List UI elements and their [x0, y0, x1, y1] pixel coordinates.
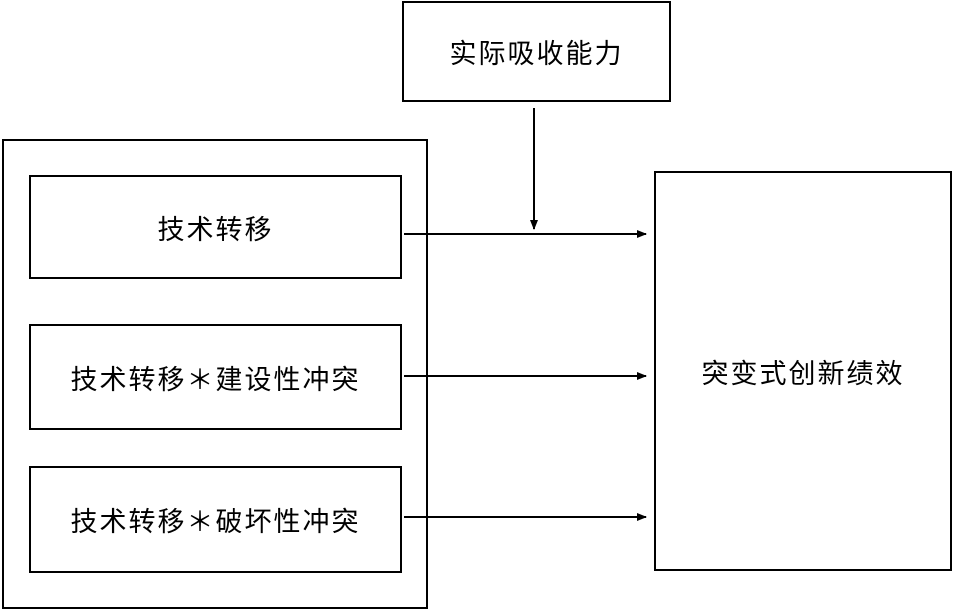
- predictor-label-destructive-conflict: 技术转移＊破坏性冲突: [70, 507, 361, 538]
- predictor-box-constructive-conflict: 技术转移＊建设性冲突: [29, 324, 402, 430]
- moderator-box: 实际吸收能力: [402, 1, 671, 102]
- predictor-box-destructive-conflict: 技术转移＊破坏性冲突: [29, 466, 402, 573]
- predictor-label-technology-transfer: 技术转移: [157, 214, 274, 246]
- predictor-box-technology-transfer: 技术转移: [29, 175, 402, 279]
- outcome-label: 突变式创新绩效: [701, 358, 905, 390]
- predictor-label-constructive-conflict: 技术转移＊建设性冲突: [70, 364, 361, 396]
- moderator-label: 实际吸收能力: [449, 39, 624, 70]
- outcome-box: 突变式创新绩效: [654, 171, 952, 571]
